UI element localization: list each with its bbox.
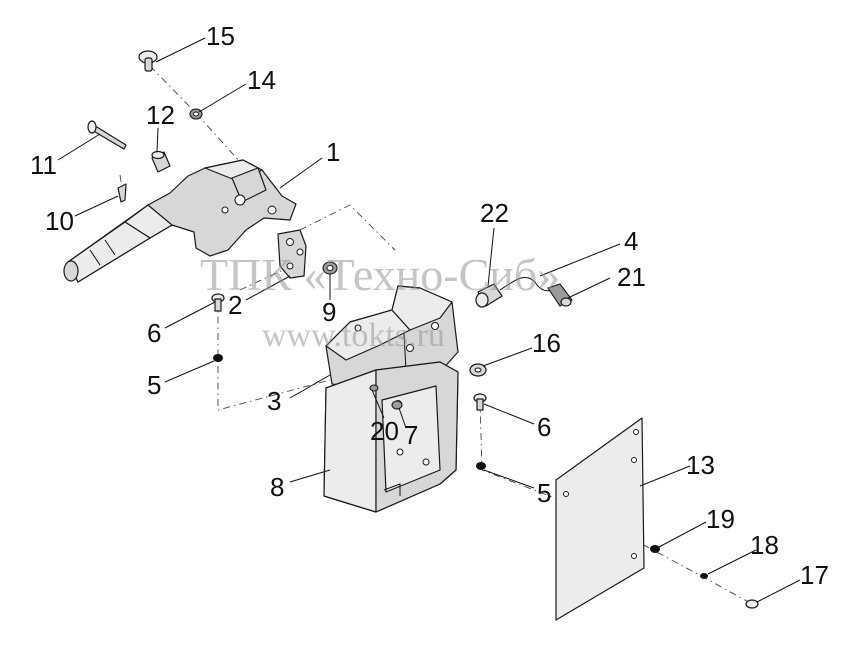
callout-13: 13 <box>686 450 715 480</box>
part-17-screw <box>745 599 759 609</box>
callout-7: 7 <box>404 420 418 450</box>
callout-4: 4 <box>624 226 638 256</box>
callout-9: 9 <box>322 297 336 327</box>
callout-18: 18 <box>750 530 779 560</box>
part-22-switch <box>475 277 553 308</box>
part-6-screw-left <box>211 293 225 312</box>
callout-labels: 15 14 12 11 10 1 2 9 6 5 3 20 7 8 22 4 2… <box>30 21 829 590</box>
part-21-connector <box>547 283 573 307</box>
part-11-pin <box>87 120 127 150</box>
callout-14: 14 <box>247 65 276 95</box>
part-19-nut <box>650 545 660 553</box>
callout-12: 12 <box>146 100 175 130</box>
callout-2: 2 <box>228 290 242 320</box>
callout-21: 21 <box>617 262 646 292</box>
watermark-url: www.tokts.ru <box>262 317 445 354</box>
callout-8: 8 <box>270 472 284 502</box>
callout-19: 19 <box>706 504 735 534</box>
part-5-nut-left <box>213 354 223 362</box>
callout-16: 16 <box>532 328 561 358</box>
callout-5-left: 5 <box>147 370 161 400</box>
callout-5-right: 5 <box>537 478 551 508</box>
part-7-nut <box>391 400 403 410</box>
watermark-company: ТПК «Техно-Сиб» <box>200 249 560 300</box>
part-8-box-housing <box>323 361 459 513</box>
part-6-screw-right <box>473 393 487 411</box>
part-20-bolt <box>369 384 379 392</box>
callout-15: 15 <box>206 21 235 51</box>
callout-11: 11 <box>30 150 57 180</box>
part-13-plate <box>555 417 645 621</box>
part-16-nut <box>469 363 487 377</box>
leader-lines <box>57 37 801 603</box>
part-10-cotter-pin <box>117 183 127 203</box>
part-1-lever-bracket <box>63 159 297 283</box>
callout-17: 17 <box>800 560 829 590</box>
part-14-washer <box>189 108 203 120</box>
part-2-hinge-plate <box>277 229 307 279</box>
callout-6-left: 6 <box>147 318 161 348</box>
part-18-washer <box>700 573 708 579</box>
part-5-nut-right <box>476 462 486 470</box>
callout-1: 1 <box>326 137 340 167</box>
callout-3: 3 <box>267 386 281 416</box>
watermark: ТПК «Техно-Сиб» www.tokts.ru <box>200 249 560 354</box>
part-12-bushing <box>151 150 171 173</box>
callout-6-right: 6 <box>537 412 551 442</box>
callout-10: 10 <box>45 206 74 236</box>
part-15-bolt <box>138 50 158 72</box>
callout-22: 22 <box>480 198 509 228</box>
callout-20: 20 <box>370 416 399 446</box>
